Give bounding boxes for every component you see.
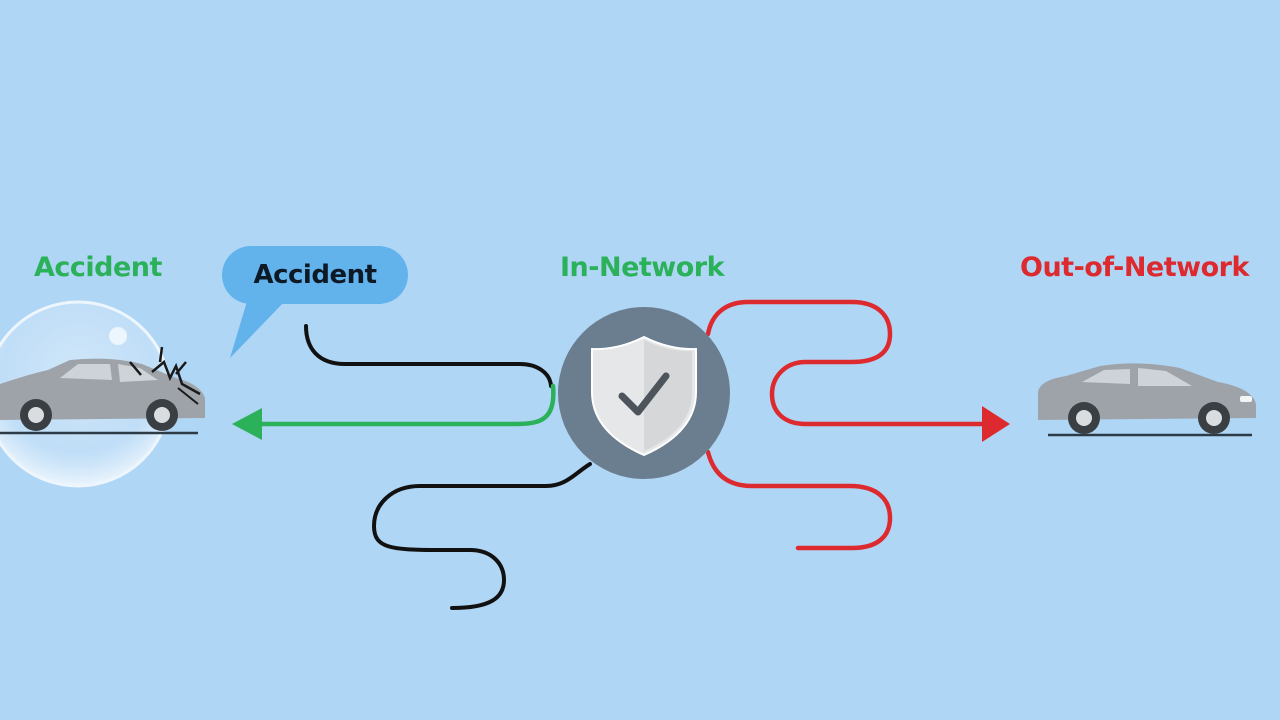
out-of-network-path-lower — [705, 449, 893, 551]
out-of-network-path-upper — [705, 299, 993, 427]
speech-bubble-tail — [230, 298, 286, 358]
in-network-path — [255, 383, 556, 427]
black-path-upper — [304, 324, 553, 388]
in-network-label: In-Network — [560, 252, 725, 283]
out-of-network-arrowhead — [982, 406, 1010, 442]
damaged-car-icon — [0, 346, 205, 435]
shield-check-icon — [558, 307, 730, 479]
black-path-lower — [371, 462, 592, 610]
car-icon — [1038, 363, 1256, 437]
speech-bubble: Accident — [222, 246, 408, 304]
in-network-arrowhead — [232, 408, 262, 440]
bubble-highlight — [109, 327, 127, 345]
accident-label: Accident — [34, 252, 162, 283]
speech-bubble-label: Accident — [253, 260, 377, 290]
out-of-network-label: Out-of-Network — [1020, 252, 1249, 283]
